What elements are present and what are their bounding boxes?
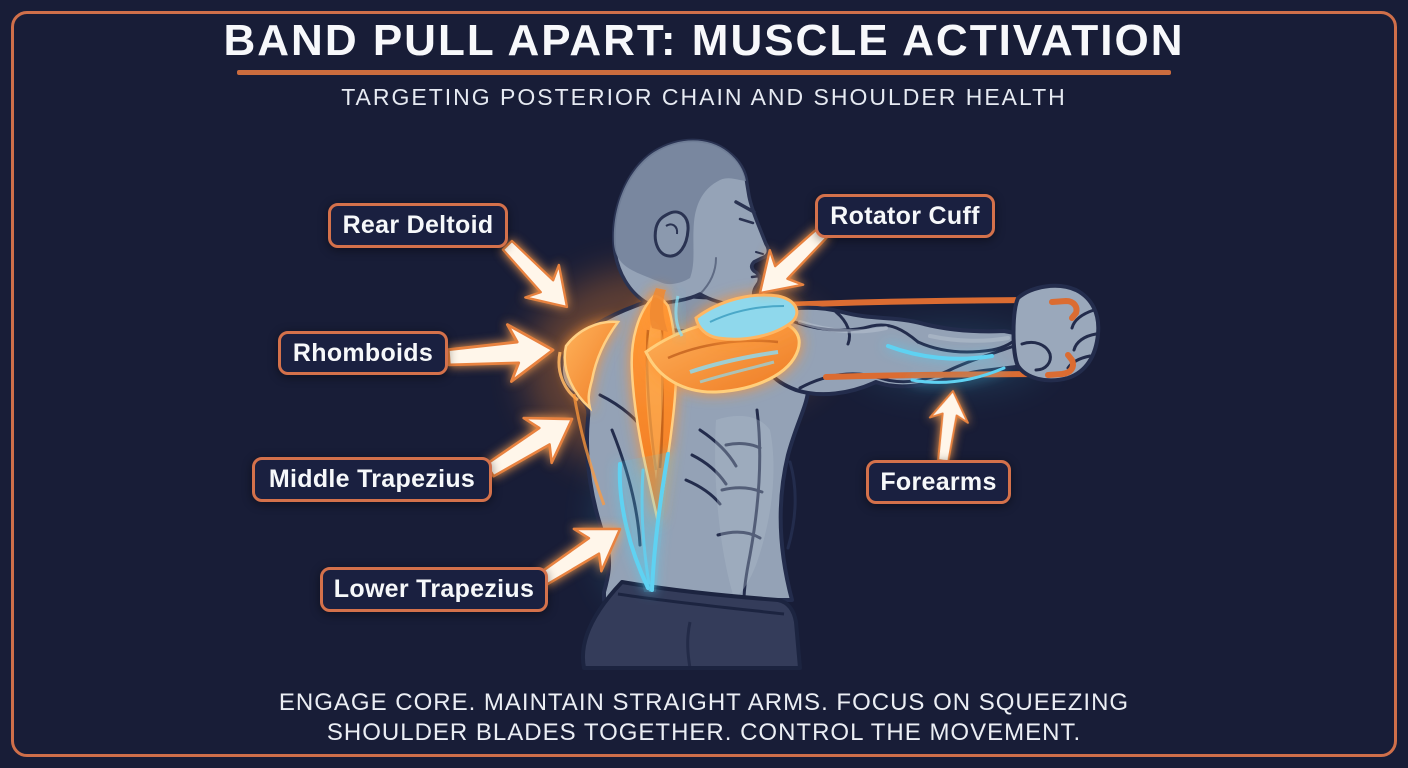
label-rear-deltoid: Rear Deltoid [328, 203, 508, 248]
shorts [580, 580, 802, 670]
label-middle-trapezius: Middle Trapezius [252, 457, 492, 502]
title-underline [237, 70, 1171, 75]
arrow-forearms [923, 387, 973, 465]
head [612, 138, 771, 308]
label-lower-trapezius: Lower Trapezius [320, 567, 548, 612]
activated-muscles-cyan [617, 295, 1006, 592]
page-title: BAND PULL APART: MUSCLE ACTIVATION [223, 16, 1185, 65]
label-rhomboids: Rhomboids [278, 331, 448, 375]
page-subtitle: TARGETING POSTERIOR CHAIN AND SHOULDER H… [341, 84, 1067, 110]
label-rotator-cuff: Rotator Cuff [815, 194, 995, 238]
coaching-cues: ENGAGE CORE. MAINTAIN STRAIGHT ARMS. FOC… [0, 688, 1408, 748]
coaching-cues-line1: ENGAGE CORE. MAINTAIN STRAIGHT ARMS. FOC… [278, 689, 1130, 716]
band-wrap-caps [1045, 297, 1080, 378]
coaching-cues-line2: SHOULDER BLADES TOGETHER. CONTROL THE MO… [326, 719, 1082, 746]
label-forearms: Forearms [866, 460, 1011, 504]
